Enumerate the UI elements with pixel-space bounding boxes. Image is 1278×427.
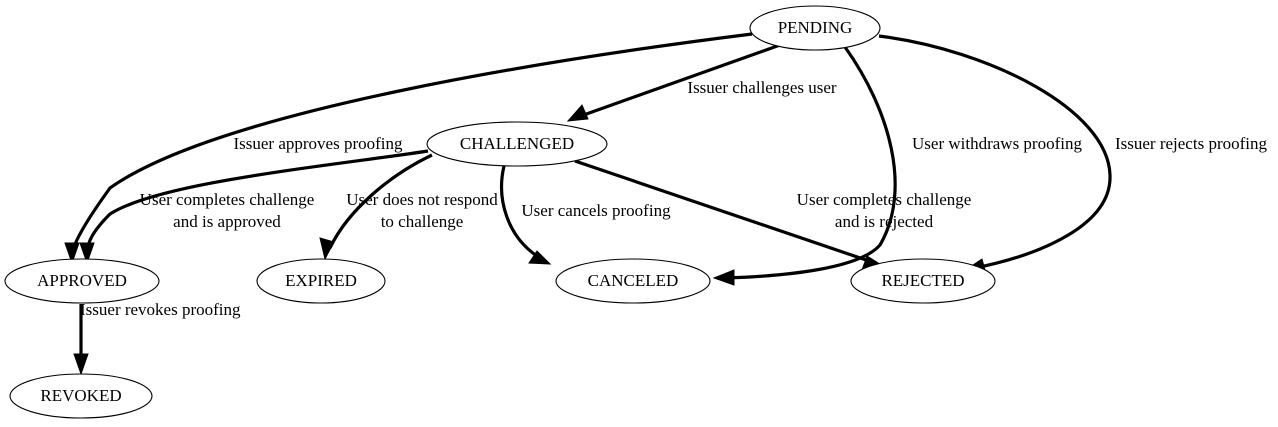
node-label-pending: PENDING	[778, 18, 853, 37]
edge-challenged-expired	[319, 153, 433, 261]
arrowhead-pending-challenged	[566, 104, 589, 122]
edge-label-pending-approved: Issuer approves proofing	[233, 134, 403, 153]
edge-label-layer: Issuer approves proofing Issuer challeng…	[80, 78, 1267, 319]
arrowhead-challenged-expired	[319, 237, 335, 261]
node-label-challenged: CHALLENGED	[460, 134, 574, 153]
node-ellipse-expired[interactable]	[256, 258, 386, 304]
node-label-expired: EXPIRED	[285, 271, 357, 290]
edge-path-pending-approved	[70, 32, 753, 253]
edge-label-challenged-expired-line2: to challenge	[381, 212, 464, 231]
edge-label-challenged-canceled: User cancels proofing	[521, 201, 671, 220]
arrowhead-challenged-canceled	[528, 250, 552, 265]
node-label-revoked: REVOKED	[40, 386, 121, 405]
arrowhead-approved-revoked	[73, 353, 89, 376]
edge-label-challenged-rejected-line1: User completes challenge	[797, 190, 972, 209]
node-layer: PENDING CHALLENGED APPROVED EXPIRED CANC…	[4, 5, 996, 419]
node-expired[interactable]: EXPIRED	[256, 258, 386, 304]
arrowhead-challenged-approved	[79, 242, 95, 265]
edge-path-challenged-canceled	[500, 165, 541, 260]
node-approved[interactable]: APPROVED	[4, 258, 160, 304]
edge-challenged-approved	[79, 149, 429, 265]
edge-pending-rejected	[878, 34, 1112, 275]
edge-label-pending-rejected: Issuer rejects proofing	[1115, 134, 1268, 153]
node-challenged[interactable]: CHALLENGED	[426, 121, 608, 167]
node-rejected[interactable]: REJECTED	[850, 258, 996, 304]
node-ellipse-rejected[interactable]	[850, 258, 996, 304]
node-ellipse-canceled[interactable]	[555, 258, 711, 304]
edge-label-challenged-approved-line1: User completes challenge	[140, 190, 315, 209]
edge-label-challenged-rejected-line2: and is rejected	[835, 212, 934, 231]
edge-label-challenged-approved-line2: and is approved	[173, 212, 281, 231]
arrowhead-pending-approved	[64, 242, 80, 265]
node-label-canceled: CANCELED	[588, 271, 679, 290]
edge-path-challenged-expired	[328, 153, 433, 249]
edge-path-pending-canceled	[724, 46, 897, 280]
edge-path-challenged-rejected	[574, 159, 873, 264]
node-pending[interactable]: PENDING	[749, 5, 881, 51]
edge-label-pending-canceled: User withdraws proofing	[912, 134, 1082, 153]
node-ellipse-challenged[interactable]	[426, 121, 608, 167]
arrowhead-pending-canceled	[712, 269, 735, 286]
edge-pending-approved	[64, 32, 753, 265]
node-label-rejected: REJECTED	[881, 271, 964, 290]
edge-challenged-canceled	[500, 165, 552, 265]
node-ellipse-approved[interactable]	[4, 258, 160, 304]
edge-path-pending-rejected	[878, 34, 1112, 270]
node-revoked[interactable]: REVOKED	[9, 373, 153, 419]
edge-label-approved-revoked: Issuer revokes proofing	[80, 300, 241, 319]
node-ellipse-revoked[interactable]	[9, 373, 153, 419]
edge-label-challenged-expired-line1: User does not respond	[346, 190, 498, 209]
edge-label-pending-challenged: Issuer challenges user	[687, 78, 837, 97]
edge-pending-challenged	[566, 43, 781, 122]
node-ellipse-pending[interactable]	[749, 5, 881, 51]
node-label-approved: APPROVED	[37, 271, 127, 290]
edge-pending-canceled	[712, 46, 897, 286]
node-canceled[interactable]: CANCELED	[555, 258, 711, 304]
edge-path-challenged-approved	[85, 149, 429, 253]
edge-approved-revoked	[73, 304, 89, 376]
edge-path-pending-challenged	[577, 43, 781, 119]
